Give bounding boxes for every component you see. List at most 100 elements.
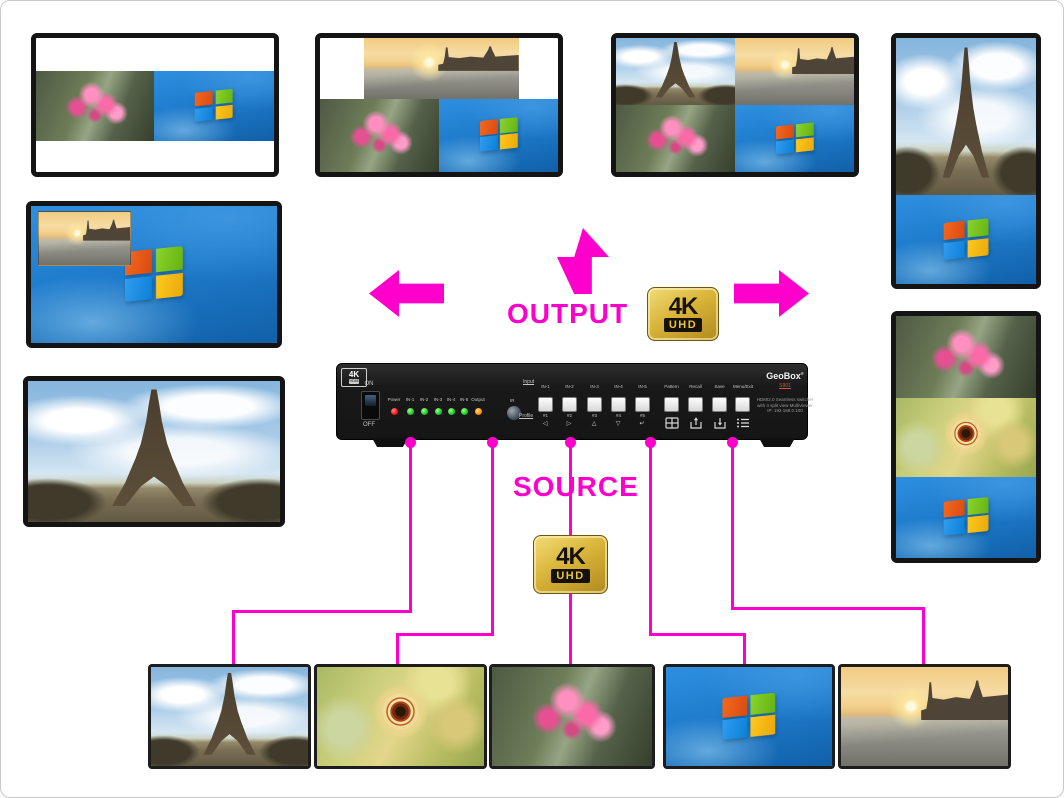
pattern-button-label: Pattern — [664, 384, 679, 389]
output-display-portrait-triple — [891, 311, 1041, 563]
in5-button — [635, 397, 650, 412]
nav-down-icon: ▽ — [615, 421, 621, 427]
4k-text: 4K — [668, 292, 699, 320]
quad-pattern-icon — [665, 417, 679, 429]
connector-line-4 — [649, 633, 746, 636]
windows-desktop-image — [896, 195, 1036, 284]
windows-desktop-image — [896, 476, 1036, 558]
eiffel-tower-image — [28, 381, 280, 522]
output-display-pip — [26, 201, 282, 348]
harbor-sunset-image — [735, 38, 854, 105]
harbor-sunset-image — [841, 667, 1008, 766]
in2-led — [420, 408, 428, 415]
uhd-text: UHD — [663, 318, 703, 333]
in1-button — [538, 397, 553, 412]
save-button — [712, 397, 727, 412]
connector-line-5 — [922, 607, 925, 666]
brand-name: GeoBox® — [755, 372, 815, 381]
connector-line-4 — [743, 633, 746, 666]
led-label-in3: IN-3 — [433, 397, 443, 402]
source-sunflower — [314, 664, 487, 769]
arrow-up-icon — [557, 228, 609, 294]
nav-right-icon: ▷ — [566, 421, 572, 427]
device-description: HDMI2.0 Seamless switcher with 4 split v… — [750, 397, 820, 414]
in3-button — [587, 397, 602, 412]
in2-button-label: IN-2 — [565, 384, 574, 389]
recall-button — [688, 397, 703, 412]
output-led — [474, 408, 482, 415]
power-off-label: OFF — [363, 422, 375, 428]
harbor-sunset-image — [364, 38, 519, 99]
eiffel-tower-image — [616, 38, 735, 105]
in4-button — [611, 397, 626, 412]
input-group-label: Input — [523, 379, 535, 385]
in5-button-label: IN-5 — [638, 384, 647, 389]
harbor-sunset-pip-image — [38, 211, 132, 266]
pink-flower-image — [896, 316, 1036, 399]
source-pink-flower — [489, 664, 655, 769]
in3-button-label: IN-3 — [590, 384, 599, 389]
badge-4k-text: 4K — [348, 370, 360, 380]
output-display-dual-banner — [31, 33, 279, 177]
ir-label: IR — [510, 398, 515, 403]
profile2-label: #2 — [566, 413, 572, 418]
nav-up-icon: △ — [591, 421, 597, 427]
source-eiffel-tower — [148, 664, 311, 769]
led-label-in5: IN-5 — [459, 397, 469, 402]
connector-line-5 — [731, 607, 925, 610]
output-label: OUTPUT — [507, 298, 629, 329]
windows-desktop-image — [153, 70, 274, 141]
recall-icon — [689, 417, 703, 429]
windows-desktop-image — [735, 105, 854, 172]
output-display-triple-view — [315, 33, 563, 177]
output-display-portrait-dual — [891, 33, 1041, 289]
in1-button-label: IN-1 — [541, 384, 550, 389]
connector-line-1 — [232, 610, 412, 613]
profile5-label: #5 — [639, 413, 645, 418]
pink-flower-image — [320, 98, 439, 172]
4k-text: 4K — [556, 543, 586, 571]
sunflower-image — [896, 398, 1036, 477]
geobox-switcher-front-panel: 4K HDMI ON OFF Power IN-1 IN-2 IN-3 IN-4… — [336, 363, 813, 447]
profile1-label: #1 — [542, 413, 548, 418]
4k-uhd-logo-source: 4K UHD — [533, 535, 608, 594]
source-label: SOURCE — [513, 471, 639, 502]
output-display-fullscreen — [23, 376, 285, 527]
save-button-label: Save — [714, 384, 725, 389]
in3-led — [434, 408, 442, 415]
in5-led — [460, 408, 468, 415]
nav-left-icon: ◁ — [542, 421, 548, 427]
recall-button-label: Recall — [689, 384, 702, 389]
led-label-power: Power — [387, 397, 401, 402]
connector-dot-2 — [487, 437, 498, 448]
connector-line-2 — [396, 633, 399, 666]
save-icon — [713, 417, 727, 429]
pink-flower-image — [36, 70, 154, 141]
connector-line-1 — [409, 441, 412, 613]
profile4-label: #4 — [615, 413, 621, 418]
device-foot-left — [372, 438, 408, 447]
connector-dot-4 — [645, 437, 656, 448]
in1-led — [406, 408, 414, 415]
connector-line-1 — [232, 610, 235, 666]
device-foot-right — [759, 438, 795, 447]
pink-flower-image — [616, 105, 735, 172]
in2-button — [562, 397, 577, 412]
description-line1: HDMI2.0 Seamless switcher — [756, 397, 814, 402]
connector-line-2 — [396, 633, 494, 636]
led-label-in2: IN-2 — [419, 397, 429, 402]
output-display-quad-view — [611, 33, 859, 177]
led-label-in1: IN-1 — [405, 397, 415, 402]
power-led — [390, 408, 398, 415]
led-label-in4: IN-4 — [446, 397, 456, 402]
menu-exit-button-label: Menu/Exit — [732, 384, 753, 389]
arrow-left-icon — [369, 270, 444, 317]
connector-line-5 — [731, 441, 734, 610]
connector-line-2 — [491, 441, 494, 636]
profile-group-label: Profile — [519, 413, 534, 419]
pattern-button — [664, 397, 679, 412]
4k-uhd-logo-output: 4K UHD — [647, 287, 719, 341]
brand-text: GeoBox — [766, 371, 801, 381]
badge-hdmi-text: HDMI — [348, 379, 360, 384]
description-line3: IP: 192.168.0.100 — [767, 408, 803, 414]
